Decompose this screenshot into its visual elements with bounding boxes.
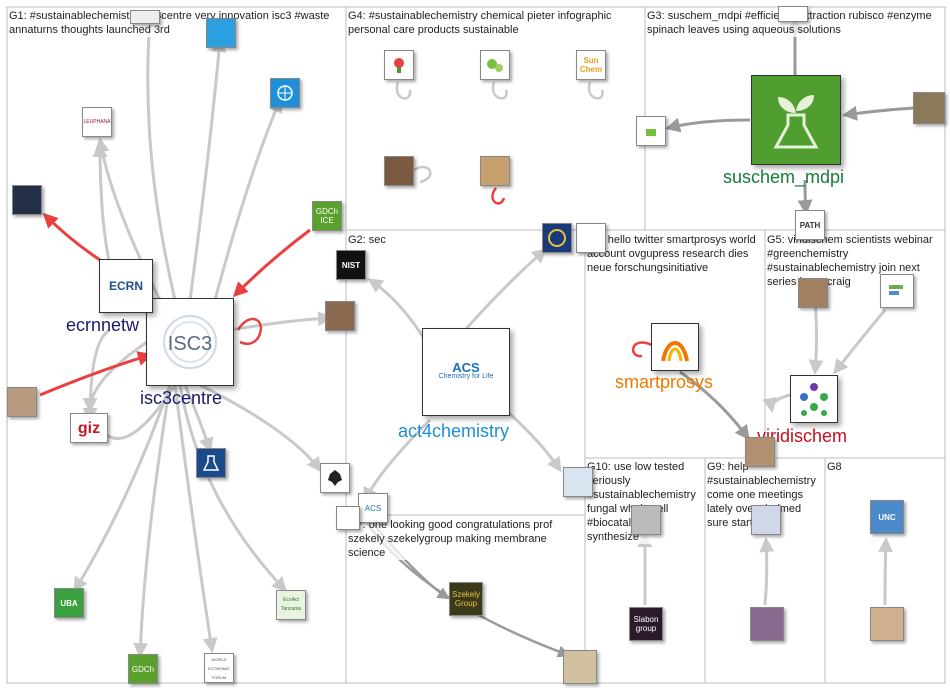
group-label-g1: G1: #sustainablechemistry isc3centre ver… [9, 9, 339, 37]
flask-icon-small [202, 455, 220, 471]
path-avatar[interactable]: PATH [795, 210, 825, 240]
user-avatar-g9-b[interactable] [750, 607, 784, 641]
user-avatar-g1-f[interactable] [196, 448, 226, 478]
viridischem-label[interactable]: viridischem [757, 426, 848, 446]
acs-logo-tagline: Chemistry for Life [438, 373, 494, 380]
user-avatar-g6-a[interactable] [745, 437, 775, 467]
act4chemistry-avatar[interactable]: ACS Chemistry for Life [422, 328, 510, 416]
smartprosys-avatar[interactable] [651, 323, 699, 371]
szekely-avatar[interactable]: Szekely Group [449, 582, 483, 616]
flask-icon [773, 95, 819, 149]
suschem-mdpi-label[interactable]: suschem_mdpi [723, 167, 845, 187]
eskil-avatar[interactable]: EcoAct Tanzania [276, 590, 306, 620]
outer-frame [6, 6, 946, 684]
user-avatar-g4-c[interactable] [384, 156, 414, 186]
user-avatar-g4-d[interactable] [480, 156, 510, 186]
nsf-avatar[interactable] [563, 467, 593, 497]
suschem-mdpi-avatar[interactable] [751, 75, 841, 165]
user-avatar-g10-a[interactable] [631, 505, 661, 535]
ecrnnetwork-label[interactable]: ecrnnetw [66, 315, 140, 335]
gdch-avatar[interactable]: GDCh [128, 654, 158, 684]
group-label-g8: G8 [827, 460, 867, 474]
user-avatar-g3-a[interactable] [636, 116, 666, 146]
chart-icon [889, 285, 903, 295]
g4-red-loop [491, 187, 506, 205]
user-avatar-g9-a[interactable] [751, 505, 781, 535]
group-panels [6, 6, 946, 684]
ecrnnetwork-avatar[interactable]: ECRN [99, 259, 153, 313]
g6-red-loop [631, 341, 653, 358]
smartprosys-logo [661, 341, 689, 362]
isc3centre-label[interactable]: isc3centre [140, 388, 223, 408]
g1-red-edges [39, 212, 311, 397]
user-avatar-g5-b[interactable] [880, 274, 914, 308]
group-label-g2: G2: sec [348, 233, 448, 247]
user-avatar-g1-d[interactable] [325, 301, 355, 331]
user-avatar-g1-e[interactable] [7, 387, 37, 417]
g6-edge [679, 370, 750, 441]
isc3-logo: ISC3 [163, 315, 217, 369]
sunchem-avatar[interactable]: Sun Chem [576, 50, 606, 80]
globe-icon [277, 85, 293, 101]
molecule-icon [800, 383, 828, 416]
acs-small-avatar[interactable]: ACS [358, 493, 388, 523]
user-avatar-g7-a[interactable] [563, 650, 597, 684]
un-avatar[interactable] [270, 78, 300, 108]
act4chemistry-label[interactable]: act4chemistry [398, 421, 510, 441]
viridischem-avatar[interactable] [790, 375, 838, 423]
castle-icon [646, 129, 656, 136]
uba-avatar[interactable]: UBA [54, 588, 84, 618]
unc-avatar[interactable]: UNC [870, 500, 904, 534]
nist-avatar[interactable]: NIST [336, 250, 366, 280]
group-label-g9: G9: help #sustainablechemistry come one … [707, 460, 823, 530]
g1-self-loop [236, 317, 263, 345]
slabon-avatar[interactable]: Slabon group [629, 607, 663, 641]
doe-seal-avatar[interactable] [542, 223, 572, 253]
group-label-g5: G5: viridischem scientists webinar #gree… [767, 233, 943, 289]
lower-edges [637, 532, 894, 606]
plant-icon [394, 58, 404, 73]
cic-avatar[interactable]: GDCh ICE [312, 201, 342, 231]
user-avatar-g3-c[interactable] [913, 92, 945, 124]
group-label-g4: G4: #sustainablechemistry chemical piete… [348, 9, 640, 37]
ecrn-logo-text: ECRN [108, 278, 143, 293]
g4-loops [395, 81, 604, 184]
user-avatar-g5-a[interactable] [798, 278, 828, 308]
user-avatar-g4-a[interactable] [384, 50, 414, 80]
user-avatar-g1-c[interactable] [130, 10, 160, 24]
weforum-avatar[interactable]: WORLD ECONOMIC FORUM [204, 653, 234, 683]
isc3centre-avatar[interactable]: ISC3 [146, 298, 234, 386]
acs-logo-text: ACS [452, 360, 480, 375]
group-label-g7: G7: one looking good congratulations pro… [348, 518, 580, 560]
user-avatar-g2-a[interactable] [576, 223, 606, 253]
group-label-g6: G6: hello twitter smartprosys world acco… [587, 233, 762, 275]
user-avatar-g1-a[interactable] [12, 185, 42, 215]
user-avatar-g4-b[interactable] [480, 50, 510, 80]
seal-icon [548, 229, 566, 247]
isc3-logo-text: ISC3 [168, 333, 212, 355]
leuphana-avatar[interactable]: LEUPHANA [82, 107, 112, 137]
smartprosys-label[interactable]: smartprosys [615, 372, 714, 392]
bundesadler-avatar[interactable] [320, 463, 350, 493]
user-avatar-g1-b[interactable] [206, 18, 236, 48]
eagle-icon [328, 470, 342, 486]
user-avatar-g3-b[interactable] [778, 6, 808, 22]
user-avatar-g2-b[interactable] [336, 506, 360, 530]
user-avatar-g8-a[interactable] [870, 607, 904, 641]
bubbles-icon [487, 59, 503, 72]
giz-avatar[interactable]: giz [70, 413, 108, 443]
